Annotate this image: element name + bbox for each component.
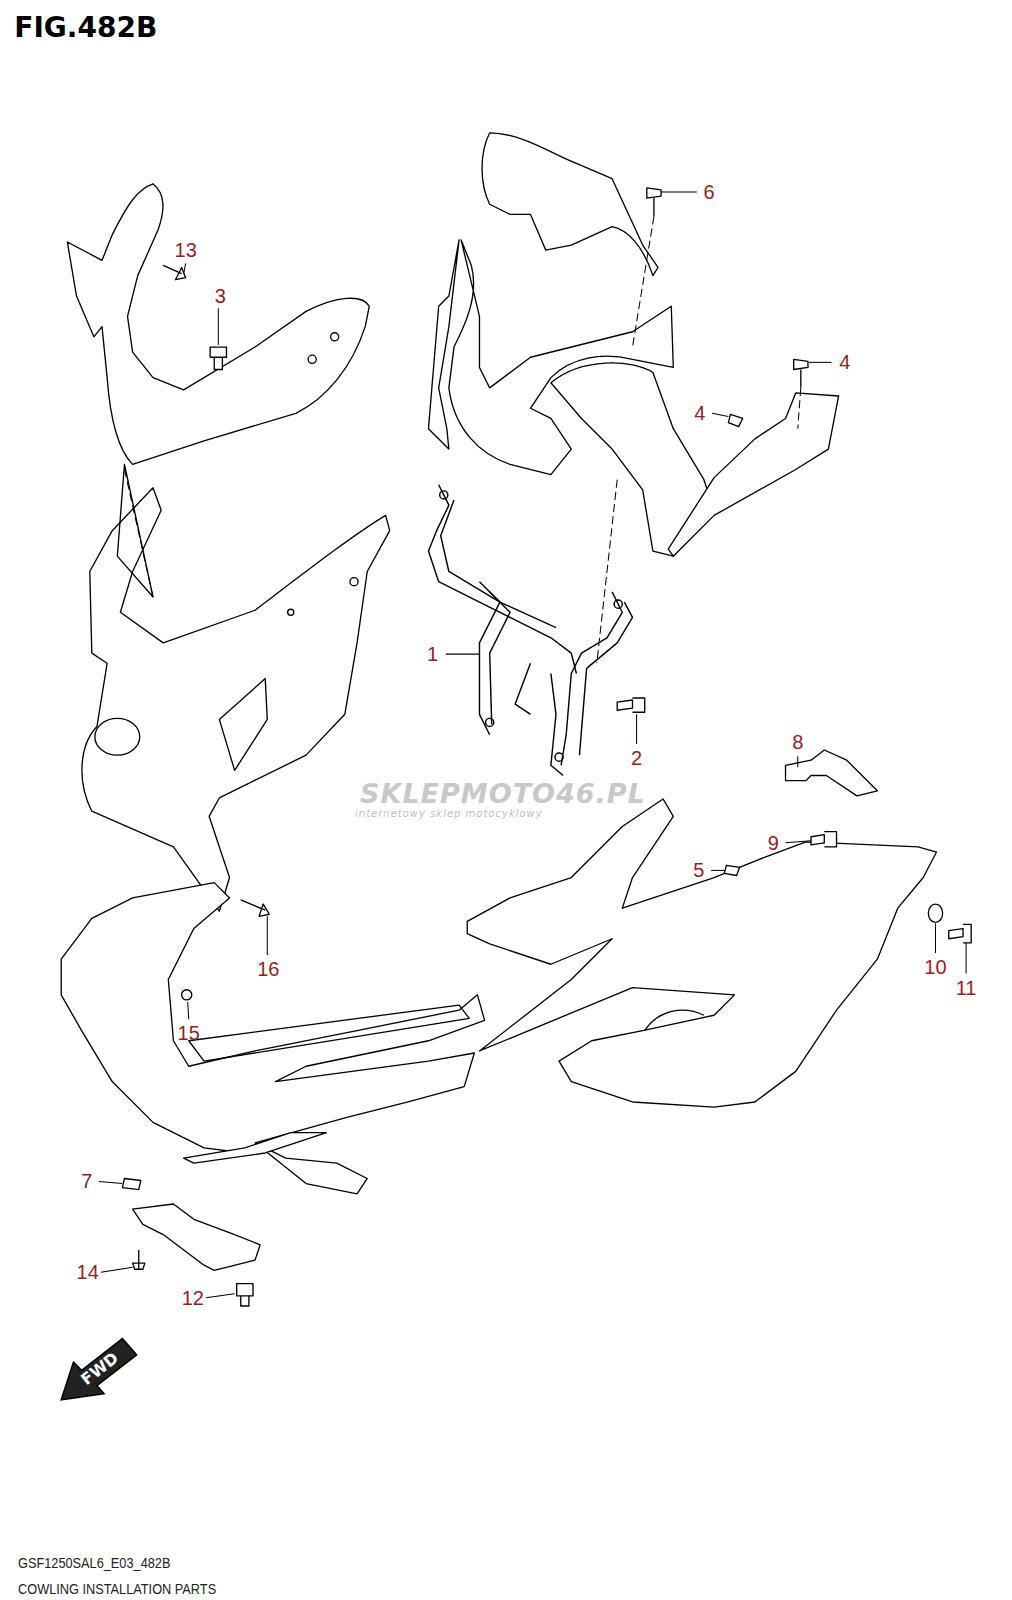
watermark-subtitle: internetowy sklep motocyklowy bbox=[355, 809, 543, 819]
figure-caption: COWLING INSTALLATION PARTS bbox=[18, 1581, 216, 1596]
callout-number: 4 bbox=[839, 352, 850, 372]
callout-number: 11 bbox=[956, 978, 977, 998]
figure-code: GSF1250SAL6_E03_482B bbox=[18, 1555, 170, 1570]
callout-number: 15 bbox=[178, 1023, 200, 1043]
callout-number: 4 bbox=[694, 403, 705, 423]
callout-number: 3 bbox=[215, 286, 226, 306]
watermark: SKLEPMOTO46.PL bbox=[360, 779, 646, 806]
callout-number: 7 bbox=[81, 1171, 92, 1191]
callout-number: 8 bbox=[792, 732, 803, 752]
callout-number: 12 bbox=[182, 1288, 204, 1308]
callout-number: 16 bbox=[257, 959, 279, 979]
callout-number: 13 bbox=[175, 240, 197, 260]
callout-number: 6 bbox=[703, 182, 714, 202]
callout-number: 10 bbox=[924, 957, 946, 977]
callout-number: 1 bbox=[427, 644, 438, 664]
callout-number: 9 bbox=[768, 833, 779, 853]
callout-number: 5 bbox=[693, 860, 704, 880]
figure-title: FIG.482B bbox=[14, 14, 157, 42]
callout-number: 2 bbox=[631, 748, 642, 768]
callout-number: 14 bbox=[77, 1262, 99, 1282]
